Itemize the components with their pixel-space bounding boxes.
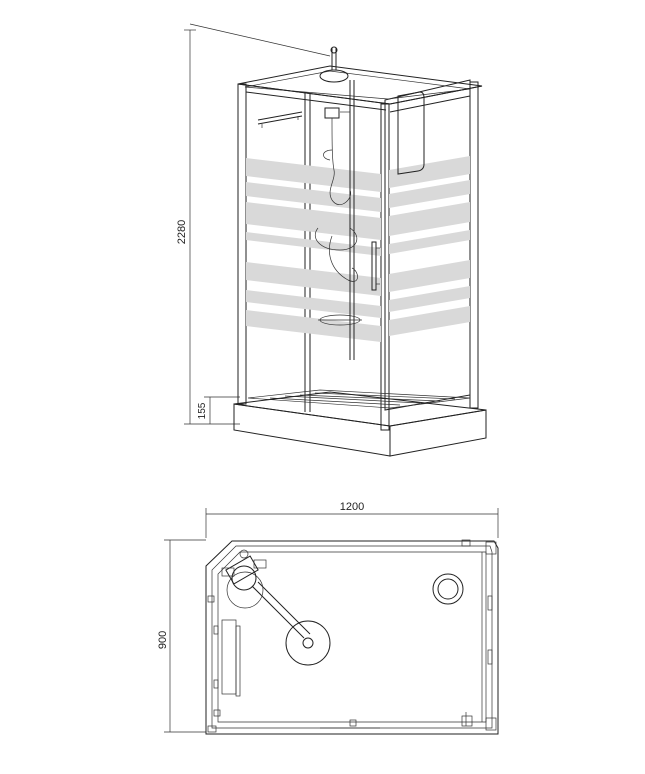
depth-dimension: 900 bbox=[157, 539, 206, 733]
right-rear-post bbox=[469, 81, 479, 409]
tray-outline bbox=[205, 540, 499, 735]
side-panel bbox=[213, 619, 241, 697]
shower-tray bbox=[233, 391, 487, 457]
tray-grating bbox=[247, 389, 471, 409]
cabin-top-frame bbox=[237, 65, 483, 105]
rear-panel bbox=[397, 91, 425, 175]
frosted-glass-bands-side bbox=[389, 156, 470, 336]
shower-head-plan bbox=[221, 549, 331, 666]
plan-details bbox=[207, 539, 473, 733]
width-dimension-label: 1200 bbox=[340, 501, 364, 513]
door-handle bbox=[371, 241, 377, 291]
plan-view: 1200 900 bbox=[157, 501, 499, 735]
tray-height-label: 155 bbox=[197, 402, 208, 419]
depth-dimension-label: 900 bbox=[157, 631, 169, 649]
tray-height-dimension: 155 bbox=[197, 396, 240, 424]
elevation-view: 2280 155 bbox=[176, 23, 487, 457]
frosted-glass-bands-front bbox=[246, 158, 381, 342]
left-post bbox=[237, 83, 247, 405]
right-front-post bbox=[380, 103, 390, 431]
height-dimension-label: 2280 bbox=[176, 220, 188, 244]
drain bbox=[432, 573, 464, 605]
width-dimension: 1200 bbox=[205, 501, 499, 538]
shower-column bbox=[314, 46, 362, 360]
height-dimension: 2280 bbox=[176, 23, 331, 425]
towel-rail bbox=[257, 111, 303, 128]
